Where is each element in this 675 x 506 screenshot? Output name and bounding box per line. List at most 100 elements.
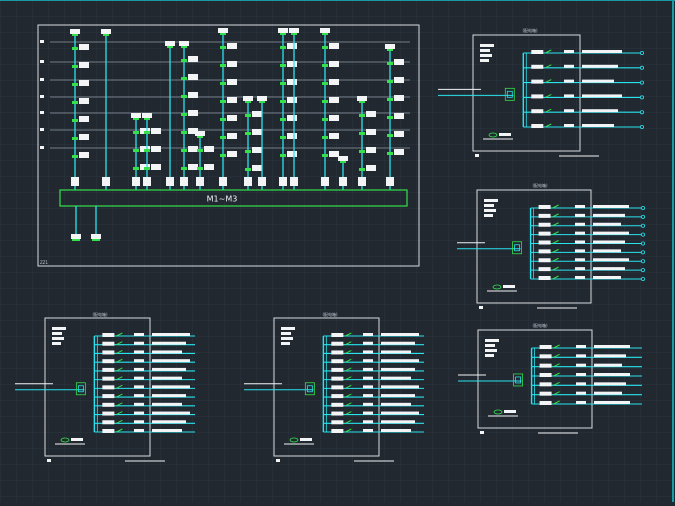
feeder-breaker xyxy=(72,239,80,241)
circuit-breaker-label xyxy=(102,394,115,399)
load-description xyxy=(152,394,186,398)
riser-corner-note: ZZ1 xyxy=(40,260,48,265)
branch-label xyxy=(287,151,297,157)
breaker-switch xyxy=(345,428,352,433)
riser-head-label xyxy=(165,41,175,46)
annotation-block xyxy=(504,410,516,413)
panel-title: (配电箱) xyxy=(532,322,548,328)
riser-head-breaker xyxy=(322,33,328,35)
annotation-block xyxy=(480,59,489,62)
circuit-breaker-label xyxy=(531,64,544,69)
branch-breaker xyxy=(359,132,365,135)
load-description xyxy=(152,385,190,389)
circuit-id xyxy=(575,258,585,262)
circuit-id xyxy=(576,373,586,376)
riser-head-breaker xyxy=(220,33,226,35)
circuit-breaker-label xyxy=(331,376,344,381)
branch-label xyxy=(394,59,404,65)
circuit-id xyxy=(134,333,144,336)
breaker-switch xyxy=(345,350,352,354)
circuit-id xyxy=(564,50,574,53)
circuit-id xyxy=(575,276,585,279)
branch-breaker xyxy=(359,114,365,117)
riser-head-breaker xyxy=(181,46,187,48)
riser-head-label xyxy=(101,29,111,34)
branch-breaker xyxy=(322,100,328,103)
annotation-block xyxy=(484,199,498,202)
breaker-switch xyxy=(553,381,560,386)
riser-frame xyxy=(37,24,420,267)
riser-head-breaker xyxy=(259,101,265,103)
branch-breaker xyxy=(280,82,286,85)
branch-label xyxy=(287,133,297,139)
circuit-id xyxy=(134,350,144,354)
circuit-id xyxy=(363,376,373,380)
branch-label xyxy=(227,151,237,157)
load-description xyxy=(381,411,419,415)
load-description xyxy=(152,402,182,406)
branch-label xyxy=(366,129,376,135)
circuit-id xyxy=(575,222,585,226)
circuit-id xyxy=(576,345,586,348)
breaker-switch xyxy=(552,231,559,236)
circuit-breaker-label xyxy=(539,382,552,387)
panel-title: (配电箱) xyxy=(322,311,338,317)
annotation-block xyxy=(475,154,479,157)
breaker-switch xyxy=(345,402,352,407)
branch-label xyxy=(329,79,339,85)
branch-label xyxy=(79,134,89,140)
annotation-block xyxy=(485,349,497,352)
branch-label xyxy=(227,133,237,139)
load-terminal xyxy=(641,232,646,237)
branch-label xyxy=(252,147,262,153)
circuit-id xyxy=(575,213,585,217)
riser-head-label xyxy=(257,96,267,101)
breaker-switch xyxy=(545,64,552,69)
annotation-block xyxy=(485,344,495,347)
branch-breaker xyxy=(72,137,78,140)
branch-breaker xyxy=(280,118,286,121)
circuit-id xyxy=(134,367,144,371)
riser-head-label xyxy=(338,156,348,161)
riser-head-breaker xyxy=(197,136,203,138)
load-description xyxy=(593,276,621,279)
branch-breaker xyxy=(181,59,187,62)
breaker-switch xyxy=(345,411,352,415)
load-description xyxy=(381,367,415,371)
circuit-id xyxy=(134,376,144,380)
circuit-breaker-label xyxy=(538,205,551,209)
circuit-breaker-label xyxy=(538,249,551,254)
branch-breaker xyxy=(220,100,226,103)
circuit-id xyxy=(576,363,586,367)
load-terminal xyxy=(640,51,645,56)
branch-breaker xyxy=(197,149,203,152)
load-description xyxy=(582,79,614,83)
busbar-label: M1~M3 xyxy=(207,195,238,204)
load-terminal xyxy=(641,276,646,281)
load-terminal xyxy=(641,205,646,210)
circuit-breaker-label xyxy=(102,411,115,416)
riser-head-breaker xyxy=(144,118,150,120)
breaker-switch xyxy=(116,384,123,389)
feeder-label xyxy=(91,234,101,239)
breaker-switch xyxy=(345,376,352,381)
riser-head-breaker xyxy=(245,101,251,103)
breaker-switch xyxy=(552,248,559,253)
branch-label xyxy=(151,146,161,152)
branch-label xyxy=(188,146,198,152)
circuit-id xyxy=(134,411,144,415)
branch-breaker xyxy=(220,154,226,157)
branch-label xyxy=(227,43,237,49)
circuit-breaker-label xyxy=(102,359,115,364)
annotation-block xyxy=(479,306,483,309)
breaker-switch xyxy=(345,358,352,363)
load-terminal xyxy=(641,241,646,246)
riser-foot-label xyxy=(244,177,252,186)
breaker-switch xyxy=(552,240,559,244)
branch-label xyxy=(79,80,89,86)
riser-foot-label xyxy=(71,177,79,186)
riser-head-label xyxy=(70,29,80,34)
branch-label xyxy=(188,110,198,116)
load-description xyxy=(593,240,625,244)
